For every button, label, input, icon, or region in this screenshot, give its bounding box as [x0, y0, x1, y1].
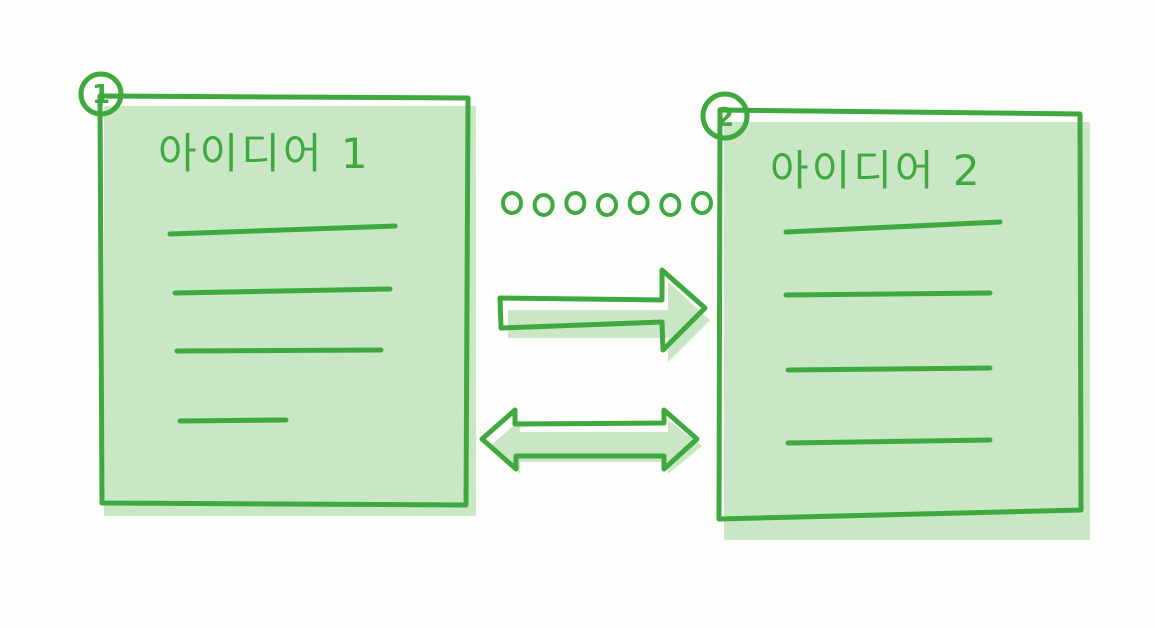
note-left-frame	[97, 93, 471, 508]
note-left: 1 아이디어 1	[78, 71, 476, 516]
note-left-title: 아이디어 1	[158, 129, 371, 178]
note-right-text-line	[783, 219, 1003, 235]
note-right-text-line	[785, 437, 993, 446]
note-left-text-line	[177, 417, 289, 424]
note-right-title: 아이디어 2	[770, 146, 983, 195]
note-right-text-line	[783, 290, 993, 298]
connector-dot	[627, 191, 650, 215]
double-arrow-shadow	[490, 420, 702, 474]
connector-dot	[659, 193, 682, 217]
connector-dot	[564, 191, 587, 215]
connector-dot	[596, 193, 618, 217]
connector-dot	[501, 191, 523, 215]
note-left-badge-circle	[78, 71, 124, 117]
note-right-badge-circle	[700, 91, 750, 141]
note-left-shadow	[104, 106, 476, 516]
connector-dot	[532, 193, 555, 217]
note-right-frame	[716, 107, 1084, 522]
right-arrow-outline	[497, 267, 708, 353]
note-right-badge-number: 2	[716, 103, 734, 133]
note-right: 2 아이디어 2	[700, 91, 1090, 540]
double-arrow	[479, 407, 702, 474]
note-left-badge-number: 1	[92, 80, 110, 110]
double-arrow-outline	[479, 407, 700, 472]
note-left-text-line	[167, 223, 398, 237]
note-left-text-line	[172, 286, 393, 296]
right-arrow	[497, 267, 710, 362]
connector-dots	[501, 191, 713, 217]
note-right-shadow	[724, 122, 1090, 540]
note-left-text-line	[174, 347, 384, 354]
note-right-text-line	[785, 365, 993, 373]
connector-dot	[691, 191, 713, 215]
